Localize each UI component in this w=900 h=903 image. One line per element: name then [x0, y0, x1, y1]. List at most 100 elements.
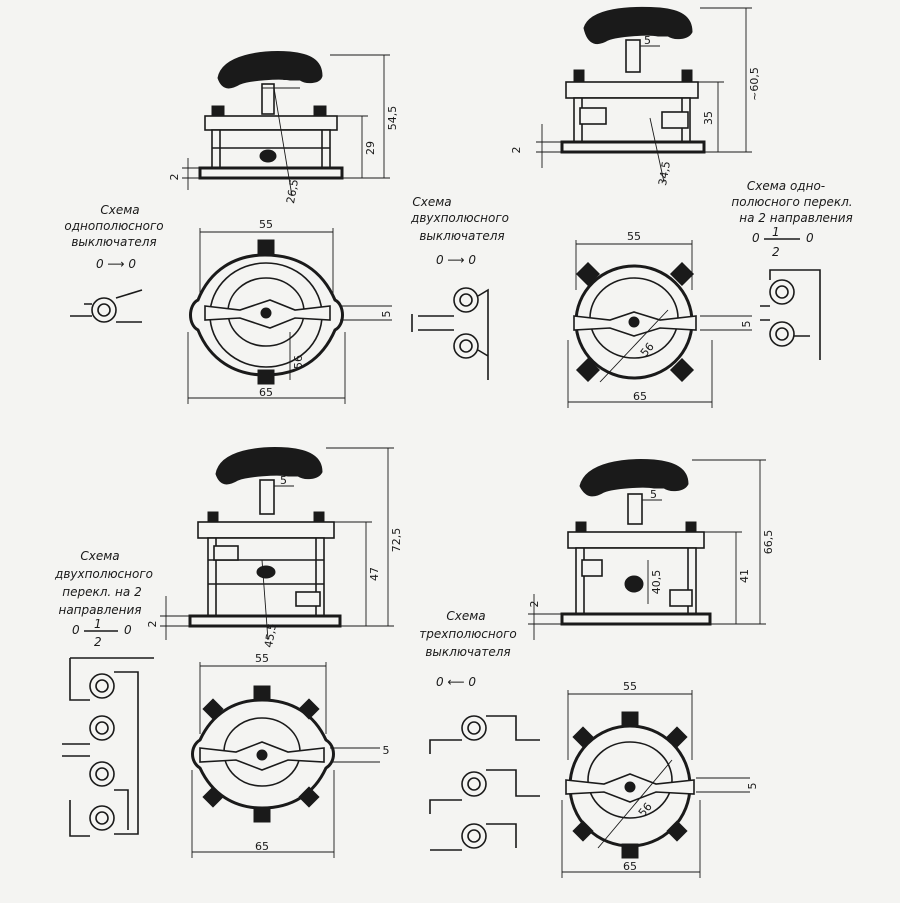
- f4-dim-lower: 45,5: [262, 622, 279, 648]
- f1-dim-base: 2: [168, 174, 181, 181]
- f4-top-plate: [197, 521, 335, 539]
- f5-plan-terminal-tl: [572, 726, 594, 748]
- f5-contact-symbol-2: [461, 771, 487, 797]
- f4-plan-view: 55 65 5: [191, 652, 390, 858]
- f4-label-line3: перекл. на 2: [62, 585, 141, 599]
- f3-scheme: Схема одно- полюсного перекл. на 2 напра…: [731, 179, 853, 360]
- f1-handle: [217, 51, 323, 89]
- f5-shaft: [627, 493, 643, 525]
- f1-dim-lower: 26,5: [284, 178, 301, 204]
- f4-dim-height: 72,5: [390, 528, 403, 553]
- f5-plan-terminal-bl: [572, 820, 594, 842]
- f2-dim-base: 2: [510, 147, 523, 154]
- f5-plan-dim-diameter: 56: [636, 800, 655, 819]
- f3-scheme-right: 0: [806, 231, 814, 245]
- f4-plan-terminal-br: [298, 786, 320, 808]
- f2-top-plate: [565, 81, 699, 99]
- f1-label-line1: Схема: [100, 203, 139, 217]
- f5-plan-dim-slot: 5: [746, 783, 759, 790]
- f5-plan-dim-width: 55: [623, 680, 637, 693]
- f5-dim-base: 2: [528, 601, 541, 608]
- f1-side-view: 54,5 29 2 26,5 1: [168, 51, 399, 205]
- f4-scheme-bot: 2: [94, 635, 102, 649]
- f3-scheme-bot: 2: [772, 245, 780, 259]
- f1-plan-outline: [189, 253, 344, 377]
- f3-scheme-top: 0: [752, 231, 760, 245]
- f2-plan-terminal-tr: [669, 261, 695, 287]
- f1-dim-body: 29: [364, 141, 377, 155]
- f2-dim-lower: 34,5: [656, 160, 673, 186]
- f5-side-view: 66,5 41 2 40,5 5: [528, 459, 775, 640]
- f2-plan-dim-diameter: 56: [638, 340, 657, 359]
- f2-plan-terminal-tl: [575, 261, 601, 287]
- f1-plan-terminal-top: [257, 239, 275, 255]
- f4-contact-symbol-3: [89, 761, 115, 787]
- f4-dim-base: 2: [146, 621, 159, 628]
- f2-shaft: [625, 39, 641, 73]
- f1-nut-right: [313, 105, 327, 117]
- f5-plan-terminal-tr: [666, 726, 688, 748]
- f2-scheme: Схема двухполюсного выключателя 0 ⟶ 0: [410, 195, 509, 380]
- f4-dim-body: 47: [368, 567, 381, 581]
- f5-scheme-text: 0 ⟵ 0: [436, 675, 476, 689]
- f2-side-view: ~60,5 35 2 34,5 5: [510, 6, 761, 187]
- f5-plan-view: 55 65 56 5: [561, 680, 759, 878]
- f3-label-line2: полюсного перекл.: [731, 195, 852, 209]
- f4-contact-symbol-1: [89, 673, 115, 699]
- f1-plan-dim-diameter: 56: [292, 355, 305, 369]
- f5-base: [560, 612, 712, 626]
- f2-plan-dim-base: 65: [633, 390, 647, 403]
- f4-plan-terminal-tl: [202, 698, 224, 720]
- f4-plan-terminal-bl: [202, 786, 224, 808]
- f5-handle: [579, 459, 689, 497]
- f4-contact-symbol-2: [89, 715, 115, 741]
- f1-label-line3: выключателя: [71, 235, 156, 249]
- f3-label-line1: Схема одно-: [747, 179, 825, 193]
- f5-plan-terminal-br: [666, 820, 688, 842]
- f2-base: [560, 140, 706, 154]
- f5-dim-shaft: 5: [650, 488, 657, 501]
- f1-label-line2: однополюсного: [64, 219, 163, 233]
- f2-label-line2: двухполюсного: [410, 211, 509, 225]
- f5-plan-dim-base: 65: [623, 860, 637, 873]
- f2-dim-height: ~60,5: [748, 67, 761, 101]
- f1-plan-dim-slot: 5: [380, 311, 393, 318]
- f2-contact-symbol-1: [453, 287, 479, 313]
- f4-plan-dim-base: 65: [255, 840, 269, 853]
- f2-handle: [583, 6, 693, 45]
- f5-label-line3: выключателя: [425, 645, 510, 659]
- f2-plan-dim-slot: 5: [740, 321, 753, 328]
- f4-plan-terminal-b: [253, 807, 271, 823]
- f5-dim-lower: 40,5: [650, 570, 663, 595]
- f5-label-line2: трехполюсного: [419, 627, 516, 641]
- f1-contact-symbol: [91, 297, 117, 323]
- f1-top-plate: [204, 115, 338, 131]
- f1-plan-terminal-bot: [257, 369, 275, 385]
- f2-dim-shaft: 5: [644, 34, 651, 47]
- f4-dim-shaft: 5: [280, 474, 287, 487]
- f1-plan-dim-base: 65: [259, 386, 273, 399]
- f4-label-line4: направления: [58, 603, 141, 617]
- f4-plan-dim-width: 55: [255, 652, 269, 665]
- f5-dim-height: 66,5: [762, 530, 775, 555]
- f5-plan-terminal-t: [621, 711, 639, 727]
- f4-base: [188, 614, 342, 628]
- f1-dim-height: 54,5: [386, 106, 399, 131]
- f5-label-line1: Схема: [446, 609, 485, 623]
- f4-plan-terminal-t: [253, 685, 271, 701]
- f1-nut-left: [211, 105, 225, 117]
- f1-plan-view: 55 65 56 5: [187, 218, 393, 404]
- f1-shaft: [261, 83, 275, 115]
- f4-plan-terminal-tr: [298, 698, 320, 720]
- f4-handle: [215, 447, 323, 485]
- f3-scheme-mid: 1: [772, 225, 780, 239]
- f4-scheme-top: 0: [72, 623, 80, 637]
- f5-dim-body: 41: [738, 569, 751, 583]
- f4-side-view: 72,5 47 2 45,5 5: [146, 447, 403, 649]
- f2-contact-symbol-2: [453, 333, 479, 359]
- f1-dim-shaft: 1: [282, 70, 289, 83]
- f2-dim-body: 35: [702, 111, 715, 125]
- f1-contact: [259, 149, 277, 163]
- f5-contact-symbol-1: [461, 715, 487, 741]
- f4-scheme-right: 0: [124, 623, 132, 637]
